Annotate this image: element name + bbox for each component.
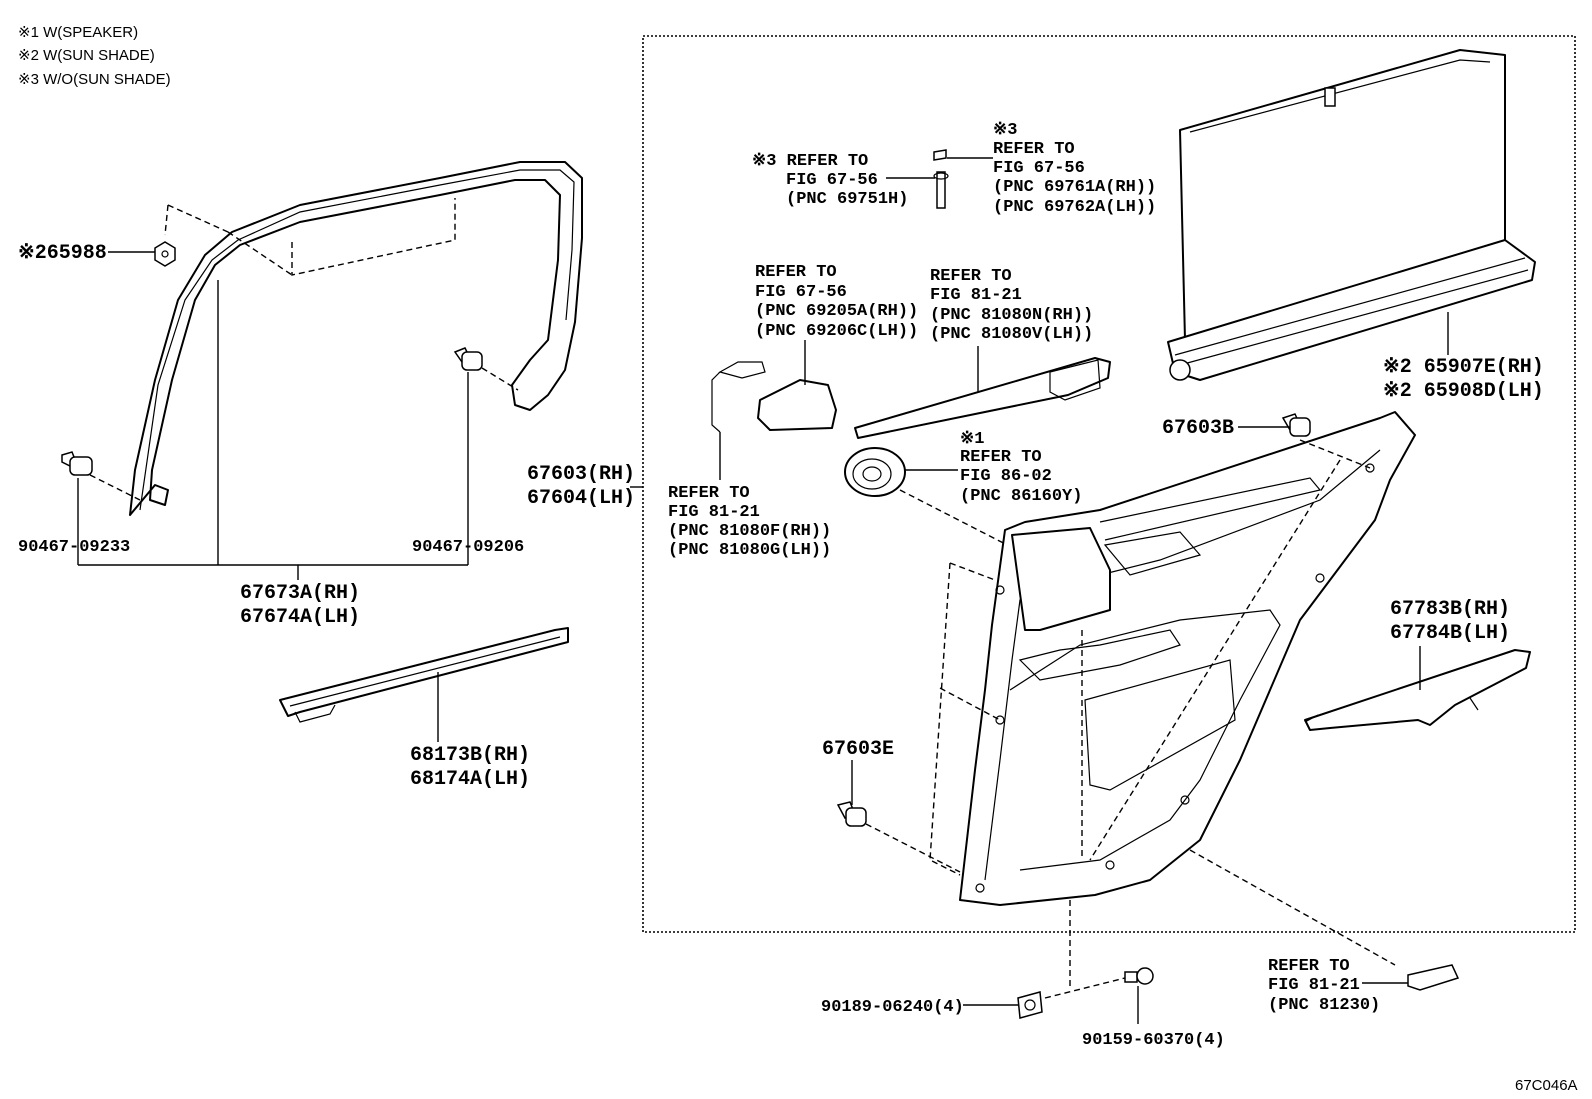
refer-r2: ※3 REFER TO FIG 67-56 (PNC 69761A(RH)) (… [993,121,1156,217]
svg-text:FIG 81-21: FIG 81-21 [930,286,1022,305]
trim-strip-67783 [1304,649,1531,731]
label-90467-09233: 90467-09233 [18,538,130,557]
figure-code: 67C046A [1515,1077,1578,1094]
svg-text:REFER TO: REFER TO [993,140,1075,159]
label-67673A: 67673A(RH) [240,582,360,605]
label-65908D: ※2 65908D(LH) [1383,380,1544,403]
svg-text:REFER TO: REFER TO [1268,957,1350,976]
svg-text:REFER TO: REFER TO [930,267,1012,286]
svg-text:(PNC 81230): (PNC 81230) [1268,996,1380,1015]
svg-text:FIG 67-56: FIG 67-56 [993,159,1085,178]
inside-handle-part [711,361,837,433]
label-68174A: 68174A(LH) [410,768,530,791]
sun-shade-65907 [1167,49,1536,381]
svg-text:FIG 67-56: FIG 67-56 [786,171,878,190]
switch-strip-part [854,357,1111,439]
label-68173B: 68173B(RH) [410,744,530,767]
clip-90467-09233 [61,451,93,476]
note-without-sun-shade: ※3 W/O(SUN SHADE) [18,71,171,88]
svg-text:(PNC 81080V(LH)): (PNC 81080V(LH)) [930,325,1093,344]
svg-text:FIG 81-21: FIG 81-21 [668,503,760,522]
label-67674A: 67674A(LH) [240,606,360,629]
clip-67603E [836,801,867,827]
label-67784B: 67784B(LH) [1390,622,1510,645]
svg-text:REFER TO: REFER TO [668,484,750,503]
door-trim-panel [959,411,1416,906]
svg-text:※3: ※3 [993,121,1017,140]
svg-text:(PNC 69762A(LH)): (PNC 69762A(LH)) [993,198,1156,217]
svg-text:(PNC 69205A(RH)): (PNC 69205A(RH)) [755,302,918,321]
label-90467-09206: 90467-09206 [412,538,524,557]
svg-text:FIG 81-21: FIG 81-21 [1268,976,1360,995]
bracket-67673 [78,280,468,580]
frame-dashed-outline [164,198,456,276]
svg-text:FIG 67-56: FIG 67-56 [755,283,847,302]
svg-text:REFER TO: REFER TO [755,263,837,282]
svg-text:(PNC 69761A(RH)): (PNC 69761A(RH)) [993,178,1156,197]
nut-90189 [1017,991,1043,1019]
label-90189: 90189-06240(4) [821,998,964,1017]
note-sun-shade: ※2 W(SUN SHADE) [18,47,155,64]
panel-dashed-lines [929,562,1001,876]
label-67603: 67603(RH) [527,463,635,486]
svg-text:※3 REFER TO: ※3 REFER TO [752,152,868,171]
svg-text:(PNC 81080G(LH)): (PNC 81080G(LH)) [668,541,831,560]
clip-90467-09206 [453,347,483,371]
clip-67603B [1281,413,1311,437]
svg-text:※1: ※1 [960,430,984,449]
label-67603B: 67603B [1162,417,1234,440]
label-65907E: ※2 65907E(RH) [1383,356,1544,379]
svg-text:(PNC 69751H): (PNC 69751H) [786,190,908,209]
refer-r3: REFER TO FIG 67-56 (PNC 69205A(RH)) (PNC… [755,263,918,341]
svg-text:REFER TO: REFER TO [960,448,1042,467]
svg-text:FIG 86-02: FIG 86-02 [960,467,1052,486]
speaker-part [844,447,906,497]
window-frame-moulding [129,161,583,516]
pin-part [933,149,949,209]
label-65988: ※265988 [18,242,107,265]
svg-text:(PNC 81080N(RH)): (PNC 81080N(RH)) [930,306,1093,325]
note-speaker: ※1 W(SPEAKER) [18,24,138,41]
label-90159: 90159-60370(4) [1082,1031,1225,1050]
label-67603E: 67603E [822,738,894,761]
svg-text:(PNC 69206C(LH)): (PNC 69206C(LH)) [755,322,918,341]
refer-r1: ※3 REFER TO FIG 67-56 (PNC 69751H) [752,152,908,209]
label-67604: 67604(LH) [527,487,635,510]
refer-r7: REFER TO FIG 81-21 (PNC 81230) [1268,957,1380,1015]
label-67783B: 67783B(RH) [1390,598,1510,621]
refer-r4: REFER TO FIG 81-21 (PNC 81080N(RH)) (PNC… [930,267,1093,344]
refer-r6: REFER TO FIG 81-21 (PNC 81080F(RH)) (PNC… [668,484,831,560]
svg-text:(PNC 86160Y): (PNC 86160Y) [960,487,1082,506]
belt-moulding-68173 [279,627,569,723]
screw-90159 [1124,967,1154,985]
assembly-box [642,35,1576,933]
clip-65988 [154,241,176,267]
refer-r5: ※1 REFER TO FIG 86-02 (PNC 86160Y) [960,430,1082,506]
switch-81230 [1407,964,1460,991]
svg-text:(PNC 81080F(RH)): (PNC 81080F(RH)) [668,522,831,541]
